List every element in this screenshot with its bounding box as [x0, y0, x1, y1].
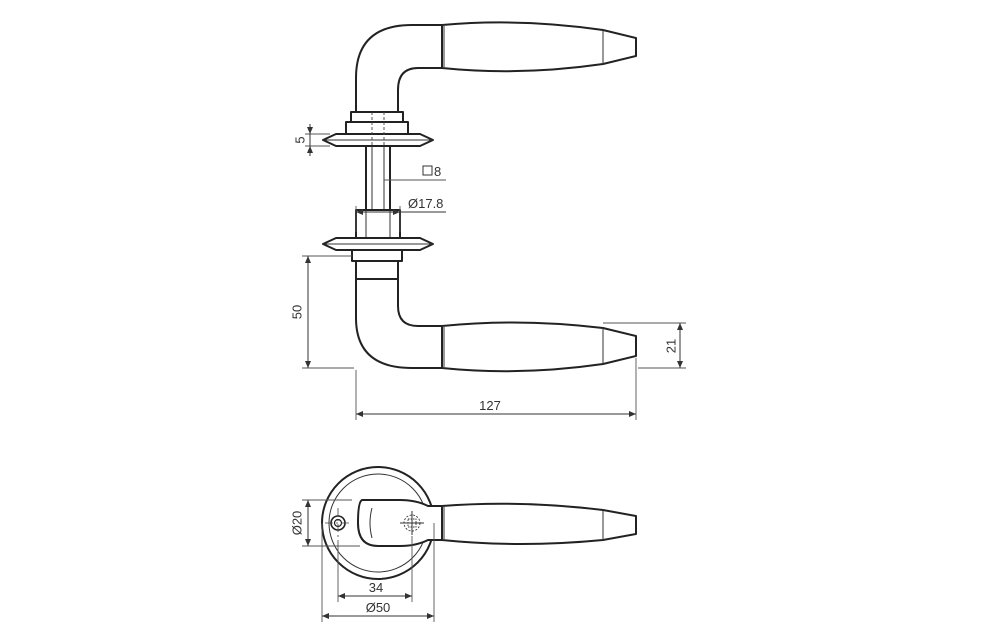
dim-rose-thickness: 5 — [292, 124, 330, 156]
lower-rose — [322, 237, 434, 280]
dim-rose-thickness-label: 5 — [292, 136, 307, 143]
lower-lever — [355, 278, 637, 373]
front-view — [321, 466, 637, 580]
dim-spindle-square: 8 — [384, 164, 446, 181]
upper-rose — [322, 111, 434, 147]
dim-lever-height: 50 — [289, 255, 354, 369]
dim-center-distance-label: 34 — [369, 580, 383, 595]
spindle — [355, 145, 401, 239]
dim-keyhole-diameter: Ø20 — [289, 499, 360, 547]
dim-rose-diameter-label: Ø50 — [366, 600, 391, 615]
dim-spindle-square-label: 8 — [434, 164, 441, 179]
dim-spindle-diameter-label: Ø17.8 — [408, 196, 443, 211]
dim-spindle-diameter: Ø17.8 — [355, 196, 446, 232]
square-symbol-icon — [422, 165, 433, 176]
keyhole-screw-icon — [325, 508, 351, 548]
dim-rose-diameter: Ø50 — [321, 523, 435, 622]
dim-center-distance: 34 — [337, 536, 413, 602]
dim-lever-height-label: 50 — [289, 305, 304, 319]
dim-keyhole-diameter-label: Ø20 — [289, 511, 304, 536]
dim-grip-height-label: 21 — [663, 339, 678, 353]
dim-lever-length: 127 — [355, 358, 637, 420]
upper-lever — [355, 21, 637, 113]
dim-grip-height: 21 — [603, 322, 686, 369]
dim-lever-length-label: 127 — [479, 398, 501, 413]
spindle-crosshair-icon — [400, 511, 424, 535]
